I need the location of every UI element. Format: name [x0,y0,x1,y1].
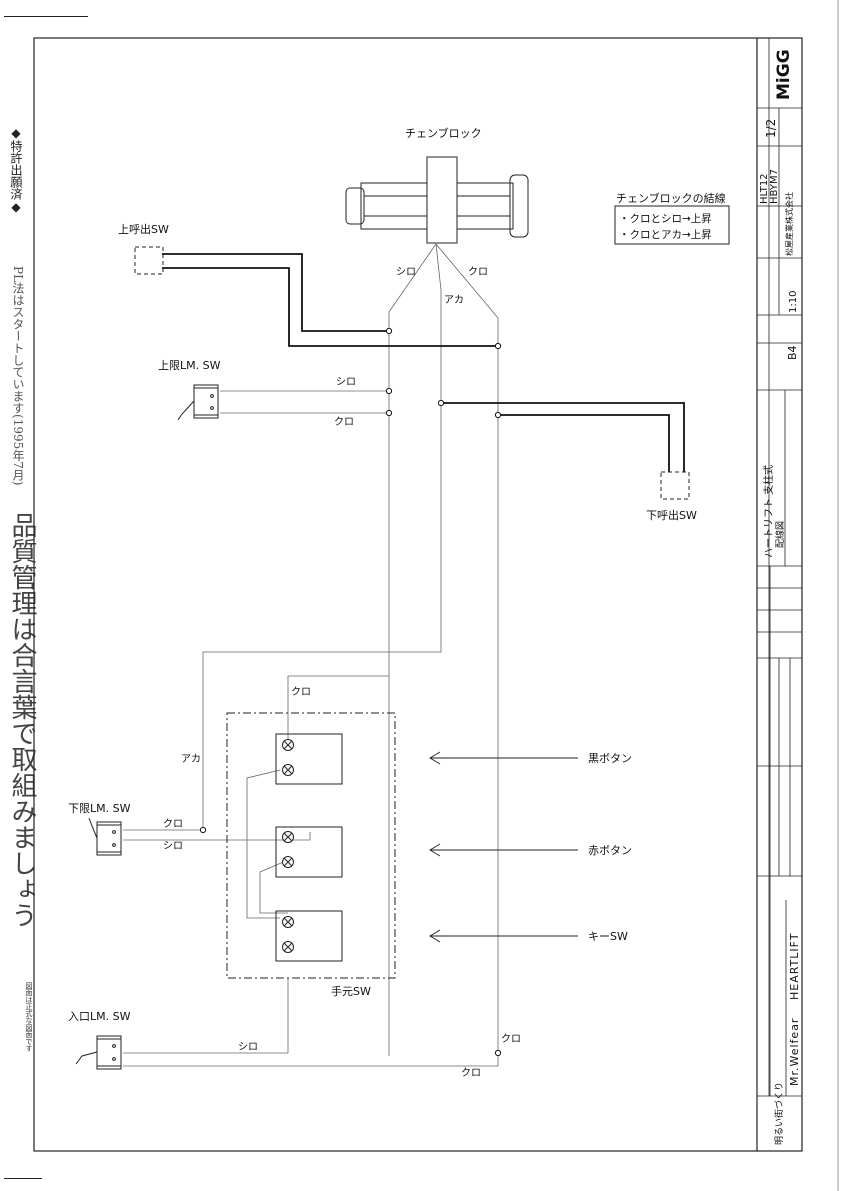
wire-label-kuro-right: クロ [501,1033,521,1045]
lower-limit-sw-symbol [88,817,122,856]
brand-name: Mr.Welfear [788,1018,801,1086]
wire-label-kuro-upper-limit: クロ [334,416,354,428]
upper-limit-sw-symbol [177,384,219,421]
lower-call-sw-symbol [660,471,690,500]
hand-sw-box [226,712,396,979]
bottom-rule [4,1178,42,1179]
lower-limit-sw-label: 下限LM. SW [68,802,131,815]
drawing-name: 配線図 [774,521,786,548]
wire-label-kuro-chain: クロ [468,266,488,278]
title-block-grid [757,38,802,1097]
wire-label-shiro-chain: シロ [396,267,416,278]
entrance-limit-sw-label: 入口LM. SW [68,1010,131,1023]
model-1: HLT12 [759,173,770,204]
chain-block-label: チェンブロック [405,126,482,140]
wiring-note-box [614,205,730,245]
top-rule [4,16,88,17]
brand-heartlift: HEARTLIFT [788,932,801,1000]
black-button-label: 黒ボタン [588,752,632,765]
hand-sw-label: 手元SW [331,984,371,998]
key-sw-label: キーSW [588,930,628,943]
entrance-limit-sw-symbol [75,1035,122,1070]
small-note: 図面は正式な図面です [25,982,33,1052]
wire-label-kuro-lower-limit: クロ [163,818,183,830]
wire-label-aka-hand: アカ [181,753,201,765]
wire-label-shiro-upper-limit: シロ [336,377,356,388]
scale: 1:10 [788,291,799,313]
quality-slogan: 品質管理は合言葉で取組みましょう [7,512,37,928]
wire-label-kuro-bottom: クロ [461,1067,481,1079]
wire-label-aka-chain: アカ [444,294,464,306]
wiring-note-title: チェンブロックの結線 [616,191,726,205]
paper-size: B4 [786,345,799,360]
patent-note: ◆特許出願済◆ [9,126,23,214]
wiring-note-line1: ・クロとシロ→上昇 [619,213,712,225]
company-name: 松屋産業株式会社 [784,192,794,256]
chain-block-icon [345,156,529,244]
wiring-note-line2: ・クロとアカ→上昇 [619,229,712,241]
terminal-icons [282,739,294,953]
upper-call-sw-symbol [134,246,164,275]
upper-call-sw-label: 上呼出SW [118,222,169,236]
wire-label-shiro-entrance: シロ [238,1042,258,1053]
wire-label-kuro-hand: クロ [291,686,311,698]
model-2: HBYM7 [769,169,780,204]
wire-label-shiro-lower-limit: シロ [163,841,183,852]
logo: MiGG [774,49,794,100]
upper-limit-sw-label: 上限LM. SW [158,359,221,372]
product-name: ハートリフト 支柱式 [762,465,775,558]
motto: 明るい街づくり [773,1082,785,1145]
lower-call-sw-label: 下呼出SW [646,508,697,522]
red-button-label: 赤ボタン [588,844,632,857]
sheet-number: 1/2 [764,119,778,138]
pl-law-note: PL法はスタートしています(1995年7月) [11,266,25,486]
hand-sw-buttons [275,733,343,962]
drawing-frame [33,37,803,1152]
